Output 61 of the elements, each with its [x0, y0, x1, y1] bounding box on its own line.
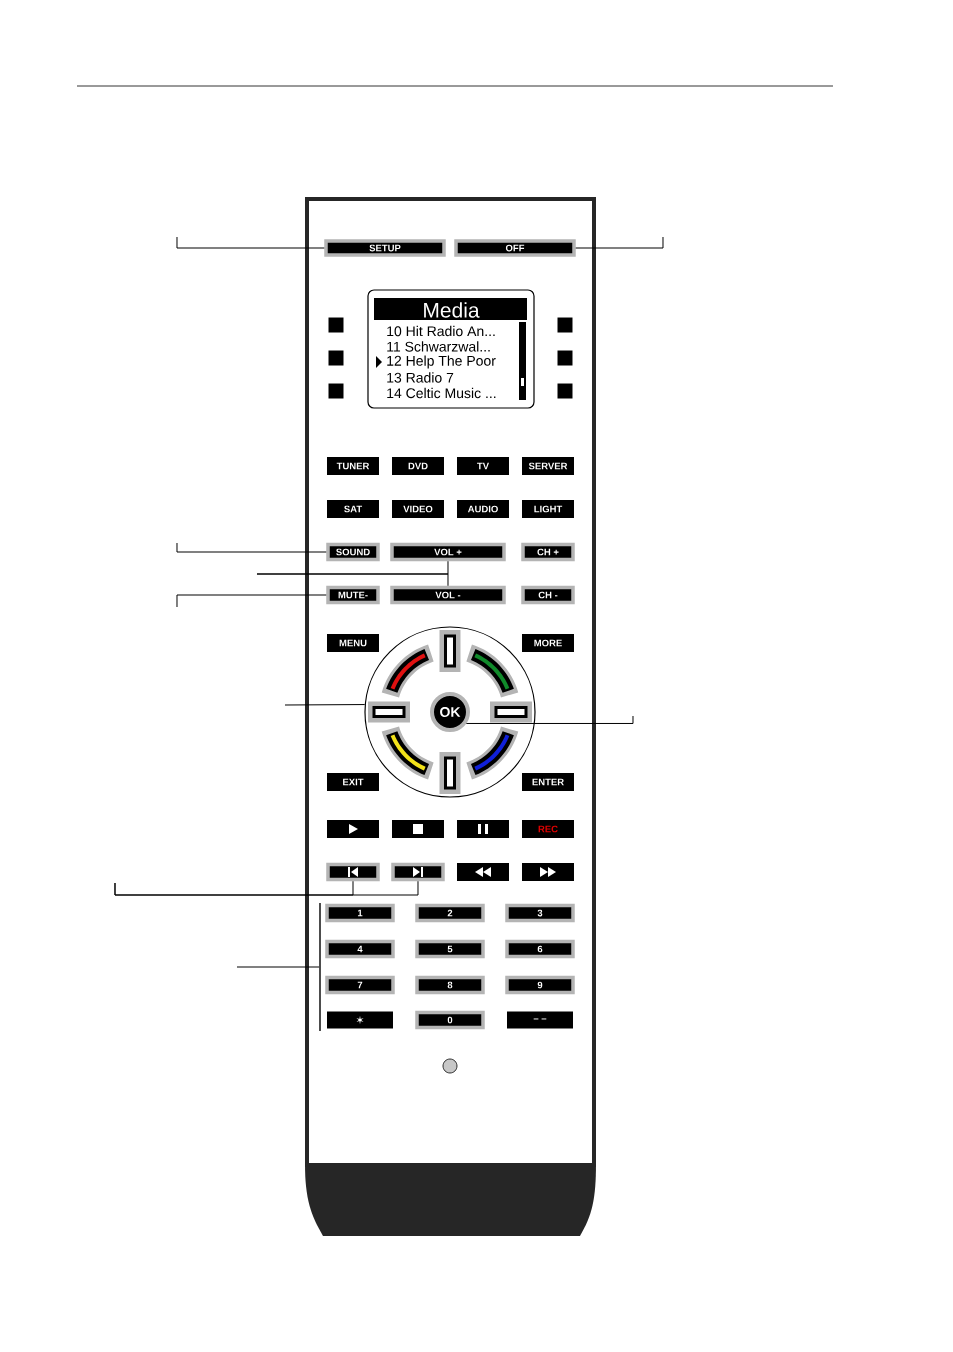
button: 0	[415, 1010, 485, 1030]
rewind-button	[457, 863, 509, 881]
button: 5	[415, 939, 485, 959]
stop-button	[392, 820, 444, 838]
button: SERVER	[522, 457, 574, 475]
leader-line	[176, 542, 327, 553]
button: VOL -	[390, 585, 506, 605]
arrow-key	[439, 630, 461, 672]
display-title: Media	[374, 298, 527, 320]
button: 2	[415, 903, 485, 923]
button: 9	[505, 975, 575, 995]
skip-forward-button	[391, 862, 445, 882]
button: OFF	[454, 239, 576, 257]
button: VIDEO	[392, 500, 444, 518]
button: VOL +	[390, 542, 506, 562]
leader-line	[236, 966, 320, 968]
color-key	[381, 726, 434, 780]
arrow-key	[439, 752, 461, 794]
button: CH +	[521, 542, 575, 562]
button: 7	[325, 975, 395, 995]
color-key	[381, 644, 434, 698]
leader-line	[575, 236, 664, 249]
color-key	[466, 644, 519, 698]
leader-line	[176, 594, 327, 608]
skip-back-button	[326, 862, 380, 882]
arrow-key	[490, 701, 532, 723]
list-item: 11 Schwarzwal...	[387, 341, 490, 352]
arrow-key	[368, 701, 410, 723]
leader-line	[176, 236, 325, 249]
list-item: 13 Radio 7	[387, 372, 454, 383]
leader-line	[114, 880, 419, 896]
button: 8	[415, 975, 485, 995]
button: REC	[522, 820, 574, 838]
button: 1	[325, 903, 395, 923]
button: MENU	[327, 634, 379, 652]
button: AUDIO	[457, 500, 509, 518]
button: EXIT	[327, 773, 379, 791]
leader-line	[465, 715, 634, 724]
list-item: 12 Help The Poor	[387, 355, 496, 369]
button: LIGHT	[522, 500, 574, 518]
pause-button	[457, 820, 509, 838]
button: SETUP	[324, 239, 446, 257]
button: 3	[505, 903, 575, 923]
color-key	[466, 726, 519, 780]
fast-forward-button	[522, 863, 574, 881]
button: CH -	[521, 585, 575, 605]
button: TV	[457, 457, 509, 475]
button: TUNER	[327, 457, 379, 475]
button: SAT	[327, 500, 379, 518]
list-item: 10 Hit Radio An...	[387, 325, 495, 337]
leader-line	[284, 704, 366, 706]
button: MUTE-	[326, 585, 380, 605]
button: ENTER	[522, 773, 574, 791]
button: DVD	[392, 457, 444, 475]
button: 6	[505, 939, 575, 959]
list-item: 14 Celtic Music ...	[387, 387, 496, 399]
button: 4	[325, 939, 395, 959]
button: SOUND	[326, 542, 380, 562]
play-button	[327, 820, 379, 838]
button: MORE	[522, 634, 574, 652]
leader-line	[256, 573, 449, 587]
